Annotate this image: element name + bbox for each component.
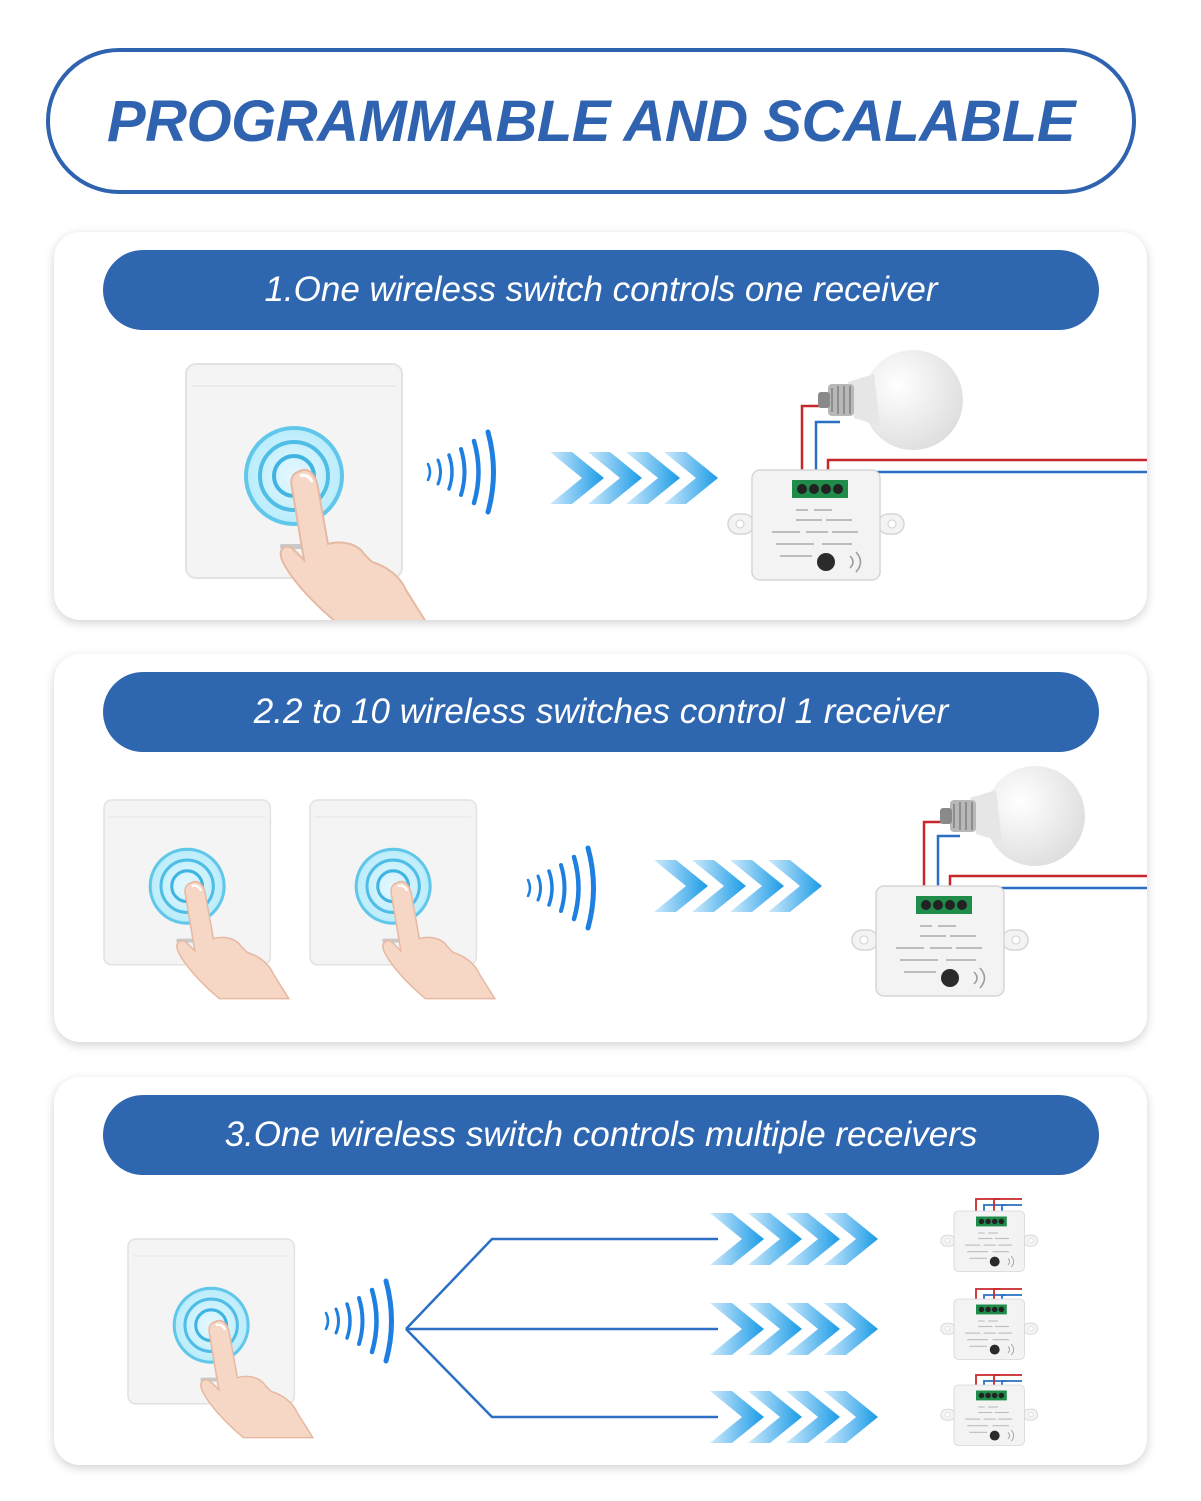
scenario-2-illustration xyxy=(102,765,1147,1000)
scenario-1-illustration xyxy=(184,349,1147,620)
scenario-3-label: 3.One wireless switch controls multiple … xyxy=(224,1115,978,1154)
chevron-arrows-icon xyxy=(550,452,718,504)
receiver-module-icon xyxy=(940,1210,1039,1273)
wireless-signal-icon xyxy=(428,432,494,512)
receiver-module-icon xyxy=(727,469,905,581)
scenario-2-banner: 2.2 to 10 wireless switches control 1 re… xyxy=(103,672,1099,752)
chevron-arrows-icon xyxy=(654,860,822,912)
wireless-signal-icon xyxy=(326,1281,392,1361)
scenario-3-illustration xyxy=(126,1198,1039,1447)
scenario-1-label: 1.One wireless switch controls one recei… xyxy=(264,270,938,309)
scenario-card-1: 1.One wireless switch controls one recei… xyxy=(54,232,1147,620)
wall-switch-icon xyxy=(126,1237,296,1406)
wireless-signal-icon xyxy=(528,848,594,928)
page-title: PROGRAMMABLE AND SCALABLE xyxy=(106,88,1076,154)
scenario-1-banner: 1.One wireless switch controls one recei… xyxy=(103,250,1099,330)
chevron-arrows-icon xyxy=(710,1391,878,1443)
scenario-2-label: 2.2 to 10 wireless switches control 1 re… xyxy=(253,692,949,731)
scenario-card-3: 3.One wireless switch controls multiple … xyxy=(54,1077,1147,1465)
receiver-module-icon xyxy=(940,1298,1039,1361)
scenario-card-2: 2.2 to 10 wireless switches control 1 re… xyxy=(54,654,1147,1042)
wall-switch-icon xyxy=(102,798,272,967)
receiver-module-icon xyxy=(940,1384,1039,1447)
title-banner: PROGRAMMABLE AND SCALABLE xyxy=(46,48,1136,194)
chevron-arrows-icon xyxy=(710,1213,878,1265)
chevron-arrows-icon xyxy=(710,1303,878,1355)
light-bulb-icon xyxy=(817,349,964,451)
wall-switch-icon xyxy=(308,798,478,967)
receiver-module-icon xyxy=(851,885,1029,997)
wall-switch-icon xyxy=(184,362,404,580)
scenario-3-banner: 3.One wireless switch controls multiple … xyxy=(103,1095,1099,1175)
light-bulb-icon xyxy=(939,765,1086,867)
